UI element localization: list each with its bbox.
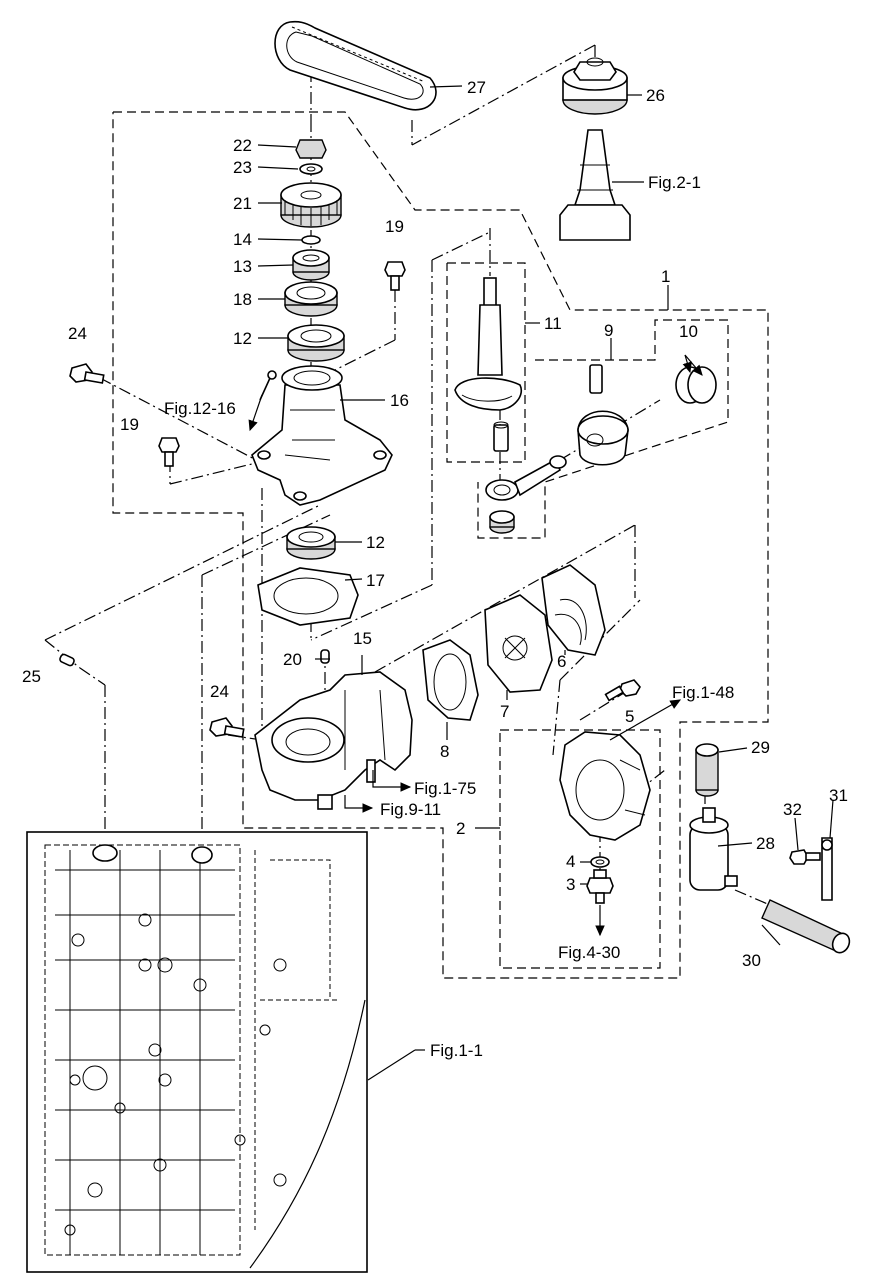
small-washer: [301, 235, 321, 245]
callout-4: 4: [566, 852, 575, 871]
ref-fig-12-16: Fig.12-16: [164, 399, 236, 418]
callout-32: 32: [783, 800, 802, 819]
callout-26: 26: [646, 86, 665, 105]
callout-27: 27: [467, 78, 486, 97]
callout-12-upper: 12: [233, 329, 252, 348]
pin: [59, 653, 75, 667]
bearing-lower: [286, 526, 336, 560]
piston: [577, 410, 629, 466]
callout-21: 21: [233, 194, 252, 213]
bracket-housing: [251, 365, 393, 506]
reference-arrows: [248, 354, 703, 937]
piston-pin: [589, 364, 603, 394]
callout-7: 7: [500, 702, 509, 721]
callout-28: 28: [756, 834, 775, 853]
pump-crankshaft: [454, 277, 522, 411]
leader-lines: [44, 44, 816, 906]
callout-8: 8: [440, 742, 449, 761]
ref-fig-4-30: Fig.4-30: [558, 943, 620, 962]
ref-fig-2-1: Fig.2-1: [648, 173, 701, 192]
callout-24-upper: 24: [68, 324, 87, 343]
pulley: [562, 57, 628, 115]
callout-19-lower: 19: [120, 415, 139, 434]
ref-fig-1-1: Fig.1-1: [430, 1041, 483, 1060]
callout-labels: 1 2 3 4 5 6 7 8 9 10 11 12 12 13 14 15 1…: [22, 78, 848, 970]
connecting-rod: [485, 455, 567, 501]
dowel-pin: [320, 649, 330, 664]
callout-29: 29: [751, 738, 770, 757]
callout-5: 5: [625, 707, 634, 726]
callout-30: 30: [742, 951, 761, 970]
oil-seal: [284, 281, 338, 317]
flange-bolt-lower: [209, 717, 245, 738]
ref-fig-9-11: Fig.9-11: [380, 800, 441, 819]
pump-housing: [254, 671, 413, 810]
pump-gasket: [422, 639, 479, 721]
ref-fig-1-48: Fig.1-48: [672, 683, 734, 702]
callout-11: 11: [544, 314, 562, 333]
callout-13: 13: [233, 257, 252, 276]
fuel-filter: [689, 807, 738, 891]
pump-body: [559, 731, 651, 841]
diaphragm: [484, 594, 553, 693]
seal-washer: [590, 856, 610, 868]
callout-20: 20: [283, 650, 302, 669]
figure-references: Fig.2-1 Fig.12-16 Fig.1-48 Fig.1-75 Fig.…: [164, 173, 734, 1060]
bolt-lower-left: [158, 437, 180, 467]
callout-2: 2: [456, 819, 465, 838]
crankshaft-stub: [559, 129, 631, 241]
callout-18: 18: [233, 290, 252, 309]
callout-31: 31: [829, 786, 848, 805]
callout-19-upper: 19: [385, 217, 404, 236]
callout-12-lower: 12: [366, 533, 385, 552]
needle-bearing: [489, 510, 515, 534]
hose: [761, 899, 851, 954]
sleeve: [695, 743, 719, 797]
callout-6: 6: [557, 652, 566, 671]
screw: [789, 849, 821, 865]
gear: [280, 182, 342, 228]
bolt-small: [604, 679, 641, 702]
washer: [299, 163, 323, 175]
callout-1: 1: [661, 267, 670, 286]
crank-pin: [493, 421, 509, 452]
callout-24-lower: 24: [210, 682, 229, 701]
cover-plate: [541, 564, 606, 656]
label-leaders: [257, 85, 834, 1081]
callout-17: 17: [366, 571, 385, 590]
callout-22: 22: [233, 136, 252, 155]
bearing-upper: [287, 324, 345, 362]
callout-16: 16: [390, 391, 409, 410]
ref-fig-1-75: Fig.1-75: [414, 779, 476, 798]
timing-belt: [274, 20, 437, 111]
callout-14: 14: [233, 230, 252, 249]
callout-10: 10: [679, 322, 698, 341]
flange-bolt-upper: [69, 363, 105, 384]
callout-3: 3: [566, 875, 575, 894]
callout-9: 9: [604, 321, 613, 340]
clip: [821, 837, 833, 901]
callout-23: 23: [233, 158, 252, 177]
callout-25: 25: [22, 667, 41, 686]
piston-rings: [675, 366, 717, 404]
nut: [295, 139, 327, 159]
bolt-upper-right: [384, 261, 406, 291]
collar: [292, 249, 330, 281]
callout-15: 15: [353, 629, 372, 648]
engine-block-inset: [26, 831, 368, 1273]
group-outlines: [112, 111, 769, 979]
gasket-upper: [257, 567, 359, 626]
hose-fitting: [586, 869, 614, 904]
